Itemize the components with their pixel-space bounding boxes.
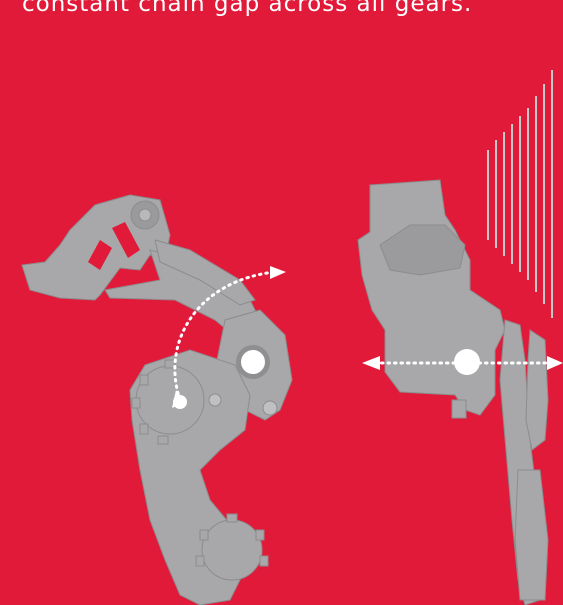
rear-view-bolt [452, 400, 466, 418]
lower-jockey-wheel [202, 520, 262, 580]
rear-view-jockey [526, 330, 548, 450]
pivot-point-right [454, 349, 480, 375]
rear-view-upper-body [358, 180, 505, 415]
rear-derailleur-side-view [22, 195, 292, 605]
cassette-lines [488, 70, 552, 318]
rear-view-lower-cage [515, 470, 548, 600]
